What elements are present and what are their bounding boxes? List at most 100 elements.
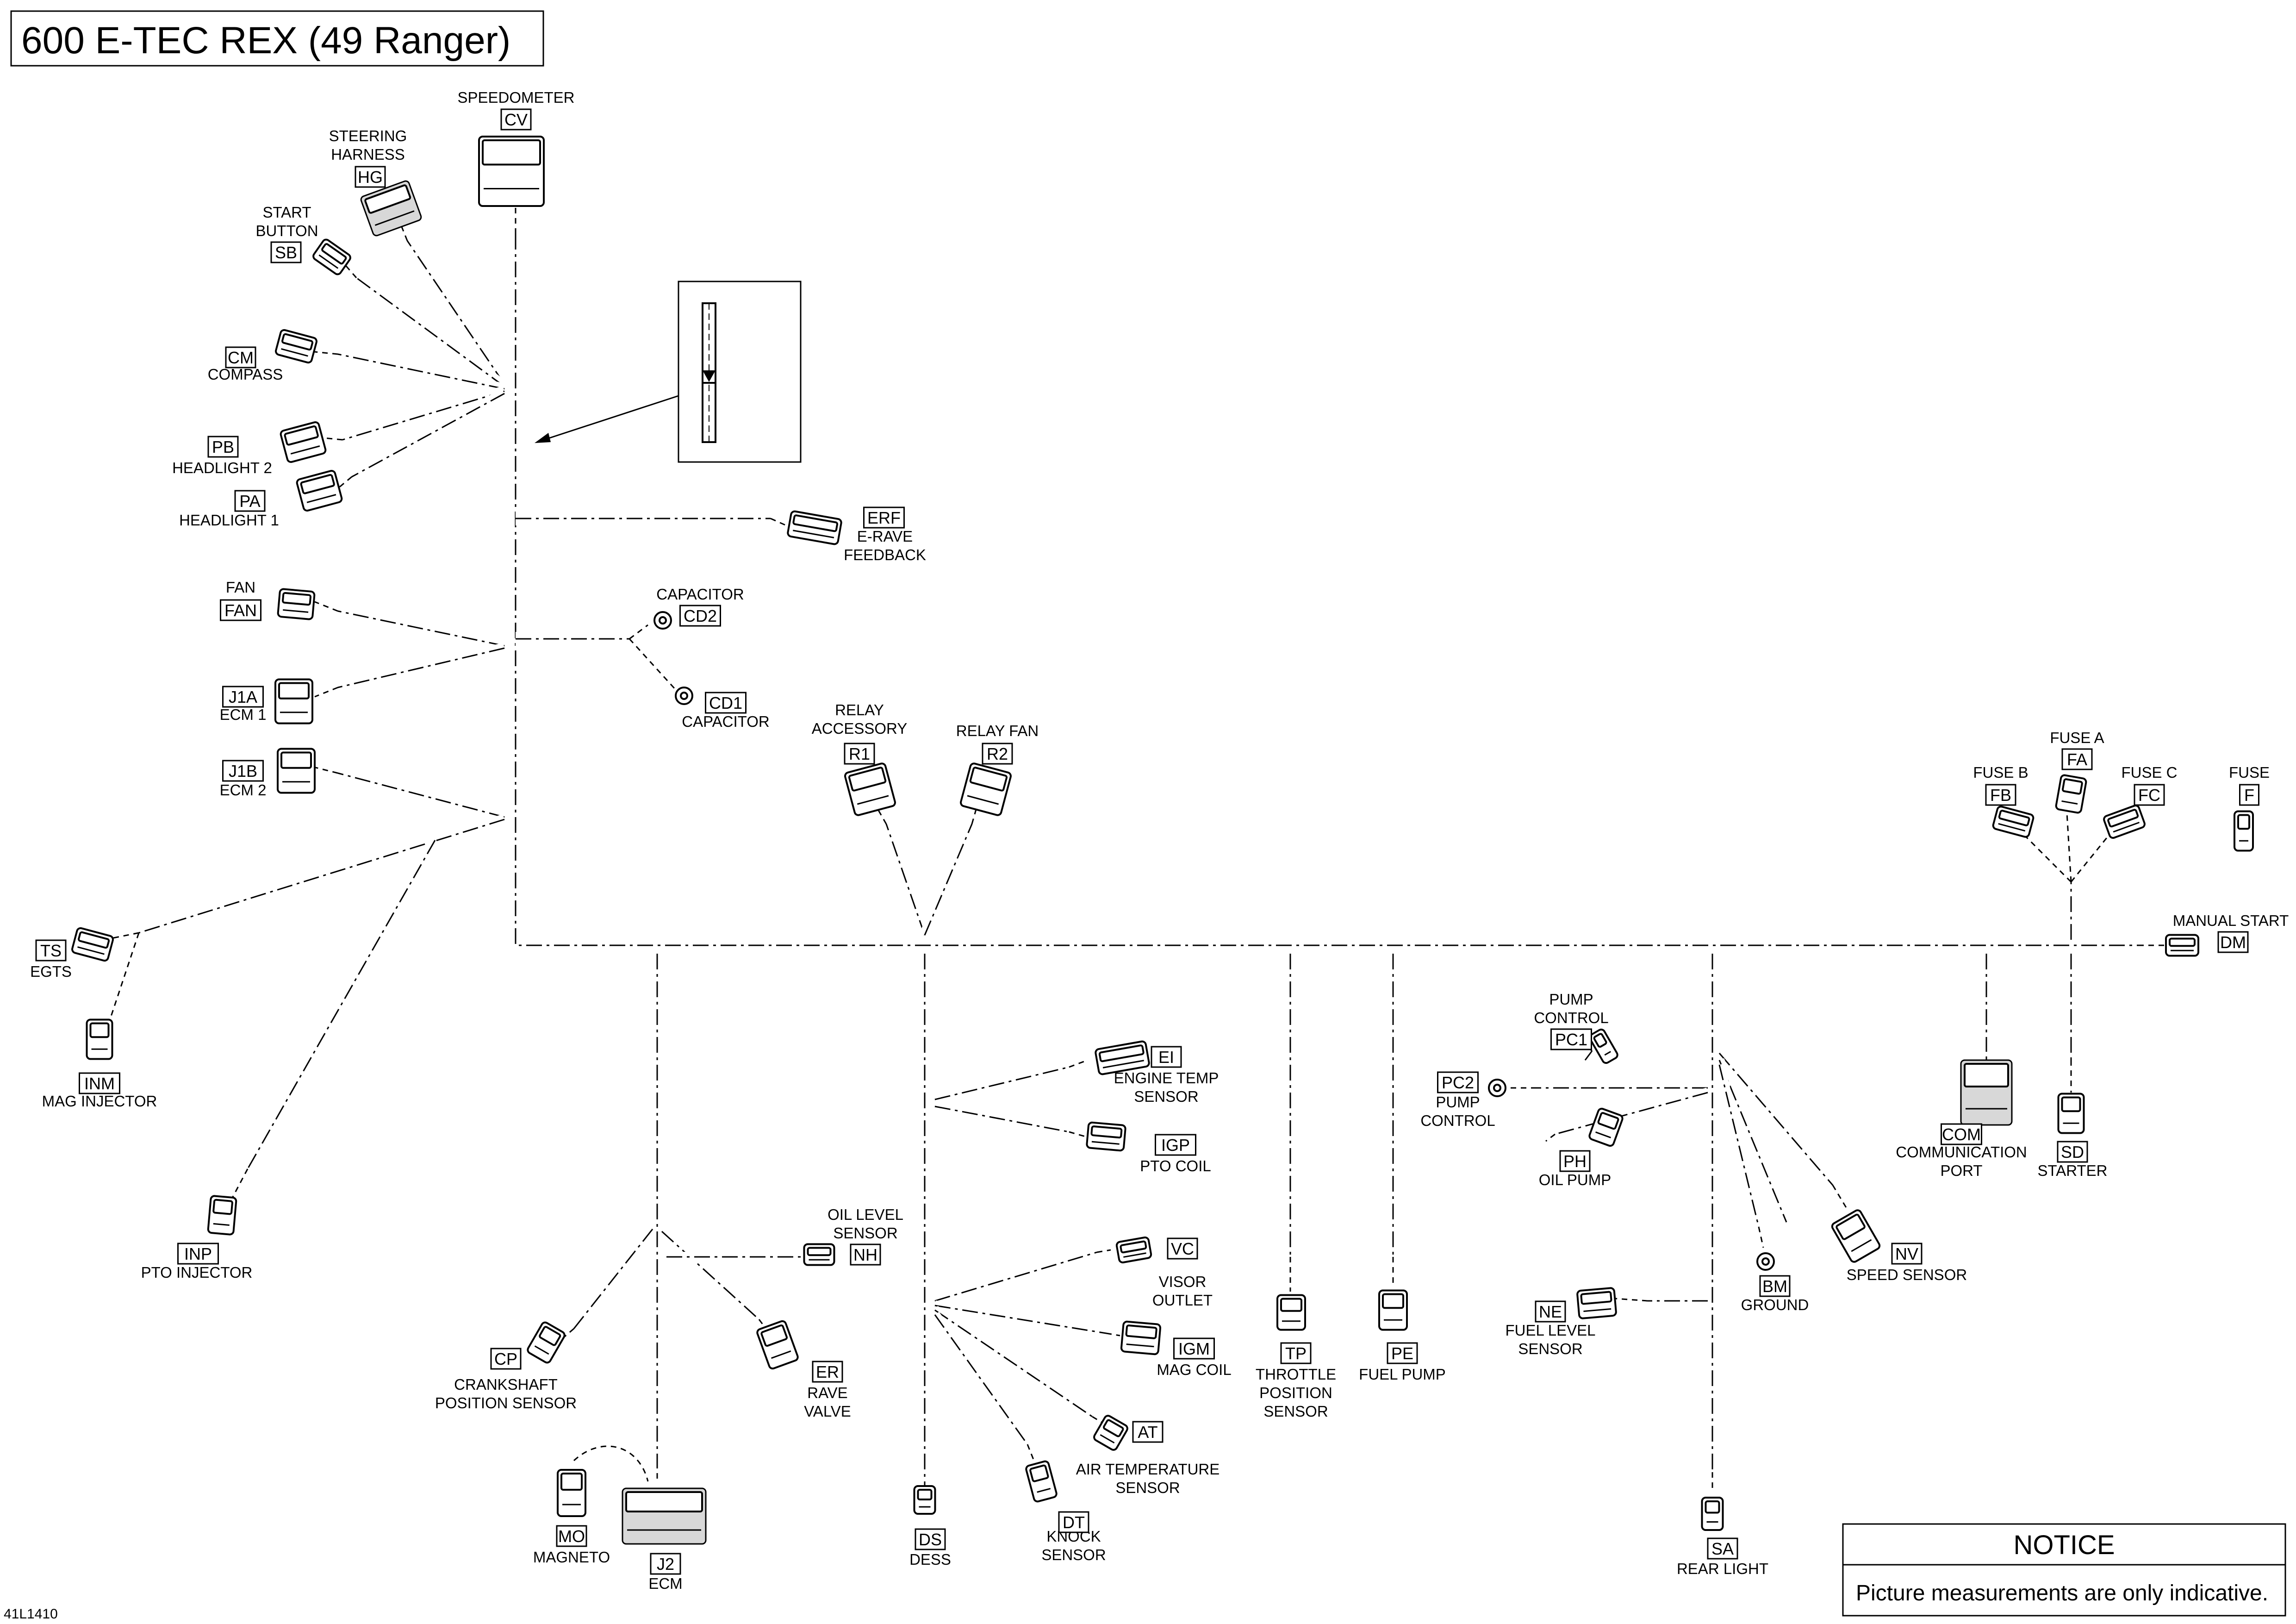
manual-start-connector-icon bbox=[2165, 934, 2199, 957]
harness-branch bbox=[137, 814, 506, 938]
code-box-j1a: J1A bbox=[222, 686, 264, 708]
rave-valve-connector-icon bbox=[756, 1320, 799, 1370]
component-code: SA bbox=[1711, 1539, 1734, 1558]
harness-branch bbox=[1554, 1087, 1709, 1139]
harness-branch bbox=[336, 643, 506, 693]
component-code: PE bbox=[1391, 1344, 1413, 1363]
component-code: R2 bbox=[987, 744, 1008, 763]
main-trunk bbox=[506, 234, 2138, 955]
pto-coil-connector-icon bbox=[1086, 1121, 1126, 1152]
component-label: FAN bbox=[226, 579, 255, 596]
component-label: ECM bbox=[648, 1575, 682, 1592]
headlight-2-connector-icon bbox=[280, 421, 327, 463]
harness-branch bbox=[336, 349, 506, 394]
component-label: PTO COIL bbox=[1140, 1157, 1211, 1174]
component-code: F bbox=[2244, 786, 2254, 805]
component-code: FC bbox=[2138, 786, 2160, 805]
component-label: COMPASS bbox=[208, 366, 283, 383]
component-label: BUTTON bbox=[255, 222, 318, 239]
code-box-mo: MO bbox=[556, 1525, 587, 1547]
component-code: J1B bbox=[229, 762, 257, 781]
component-label: ACCESSORY bbox=[812, 720, 908, 737]
component-label: OIL LEVEL bbox=[828, 1206, 903, 1223]
component-code: PA bbox=[239, 492, 260, 511]
steering-harness-connector-icon bbox=[360, 180, 422, 237]
component-label: HEADLIGHT 2 bbox=[172, 459, 272, 476]
component-label: POSITION bbox=[1259, 1384, 1332, 1401]
harness-branch bbox=[881, 822, 930, 937]
component-label: FUEL LEVEL bbox=[1505, 1322, 1595, 1339]
code-box-pc2: PC2 bbox=[1437, 1071, 1479, 1093]
throttle-position-sensor-connector-icon bbox=[1276, 1294, 1306, 1331]
code-box-r2: R2 bbox=[982, 743, 1013, 765]
code-box-r1: R1 bbox=[844, 743, 875, 765]
component-code: TS bbox=[40, 941, 62, 960]
component-code: CD2 bbox=[684, 606, 717, 625]
code-box-cp: CP bbox=[490, 1348, 522, 1370]
harness-branch bbox=[933, 1247, 1099, 1306]
component-label: PORT bbox=[1940, 1162, 1982, 1179]
component-label: ECM 1 bbox=[220, 706, 267, 723]
magneto-connector-icon bbox=[557, 1469, 586, 1517]
dess-connector-icon bbox=[913, 1485, 936, 1515]
component-code: PC1 bbox=[1555, 1030, 1587, 1049]
connectors bbox=[71, 136, 2254, 1545]
component-label: SPEEDOMETER bbox=[457, 89, 574, 106]
component-code: R1 bbox=[849, 744, 870, 763]
compass-connector-icon bbox=[275, 329, 317, 364]
harness-branch bbox=[353, 273, 508, 391]
component-label: STEERING bbox=[329, 127, 407, 144]
fuse-c-icon bbox=[2103, 805, 2146, 839]
fuse-a-icon bbox=[2055, 774, 2087, 814]
component-label: REAR LIGHT bbox=[1677, 1560, 1768, 1577]
code-box-ts: TS bbox=[35, 939, 67, 962]
harness-branch bbox=[1714, 1058, 1792, 1224]
ecm-1-connector-icon bbox=[274, 678, 313, 725]
component-code: ER bbox=[816, 1362, 839, 1381]
speedometer-connector-icon bbox=[478, 136, 545, 207]
component-code: NH bbox=[853, 1245, 877, 1264]
diode-inset bbox=[535, 281, 802, 463]
harness-branch bbox=[934, 1300, 1107, 1338]
code-box-inp: INP bbox=[177, 1243, 219, 1265]
arrow-icon bbox=[535, 433, 551, 443]
code-box-fc: FC bbox=[2134, 784, 2165, 806]
figure-reference: 41L1410 bbox=[4, 1606, 58, 1622]
harness-branch bbox=[932, 1305, 1095, 1421]
code-box-nh: NH bbox=[850, 1243, 881, 1266]
ecm-2-connector-icon bbox=[277, 748, 316, 794]
code-box-cd2: CD2 bbox=[679, 605, 721, 627]
mag-coil-connector-icon bbox=[1120, 1320, 1162, 1355]
communication-port-icon bbox=[1960, 1059, 2013, 1126]
start-button-connector-icon bbox=[312, 238, 351, 275]
component-label: HARNESS bbox=[331, 146, 405, 163]
component-label: SENSOR bbox=[1134, 1088, 1198, 1105]
harness-branch bbox=[336, 606, 506, 651]
harness-branch bbox=[341, 386, 506, 445]
title-box bbox=[10, 10, 544, 67]
diagram-title: 600 E-TEC REX (49 Ranger) bbox=[21, 19, 510, 62]
component-code: CM bbox=[228, 348, 254, 367]
component-label: CONTROL bbox=[1420, 1112, 1495, 1129]
component-code: AT bbox=[1138, 1423, 1157, 1442]
component-code: PB bbox=[212, 437, 234, 456]
component-label: E-RAVE bbox=[857, 528, 913, 545]
component-label: SENSOR bbox=[1518, 1340, 1582, 1357]
code-box-nv: NV bbox=[1891, 1243, 1923, 1265]
component-label: SENSOR bbox=[1263, 1403, 1328, 1420]
code-box-cv: CV bbox=[500, 108, 532, 131]
component-label: MAGNETO bbox=[533, 1549, 610, 1566]
pump-control-pc2-ring-icon bbox=[1488, 1079, 1506, 1097]
oil-pump-connector-icon bbox=[1588, 1107, 1624, 1147]
capacitor-cd2-ring-icon bbox=[653, 611, 672, 630]
speed-sensor-connector-icon bbox=[1831, 1209, 1881, 1263]
component-label: THROTTLE bbox=[1256, 1366, 1336, 1383]
component-label: FEEDBACK bbox=[844, 546, 926, 563]
relay-accessory-icon bbox=[844, 762, 896, 816]
code-box-igm: IGM bbox=[1173, 1337, 1215, 1360]
component-label: SPEED SENSOR bbox=[1847, 1266, 1967, 1283]
harness-branch bbox=[349, 388, 507, 482]
fan-connector-icon bbox=[277, 588, 316, 620]
component-label: EGTS bbox=[30, 963, 72, 980]
erave-feedback-connector-icon bbox=[787, 510, 842, 545]
